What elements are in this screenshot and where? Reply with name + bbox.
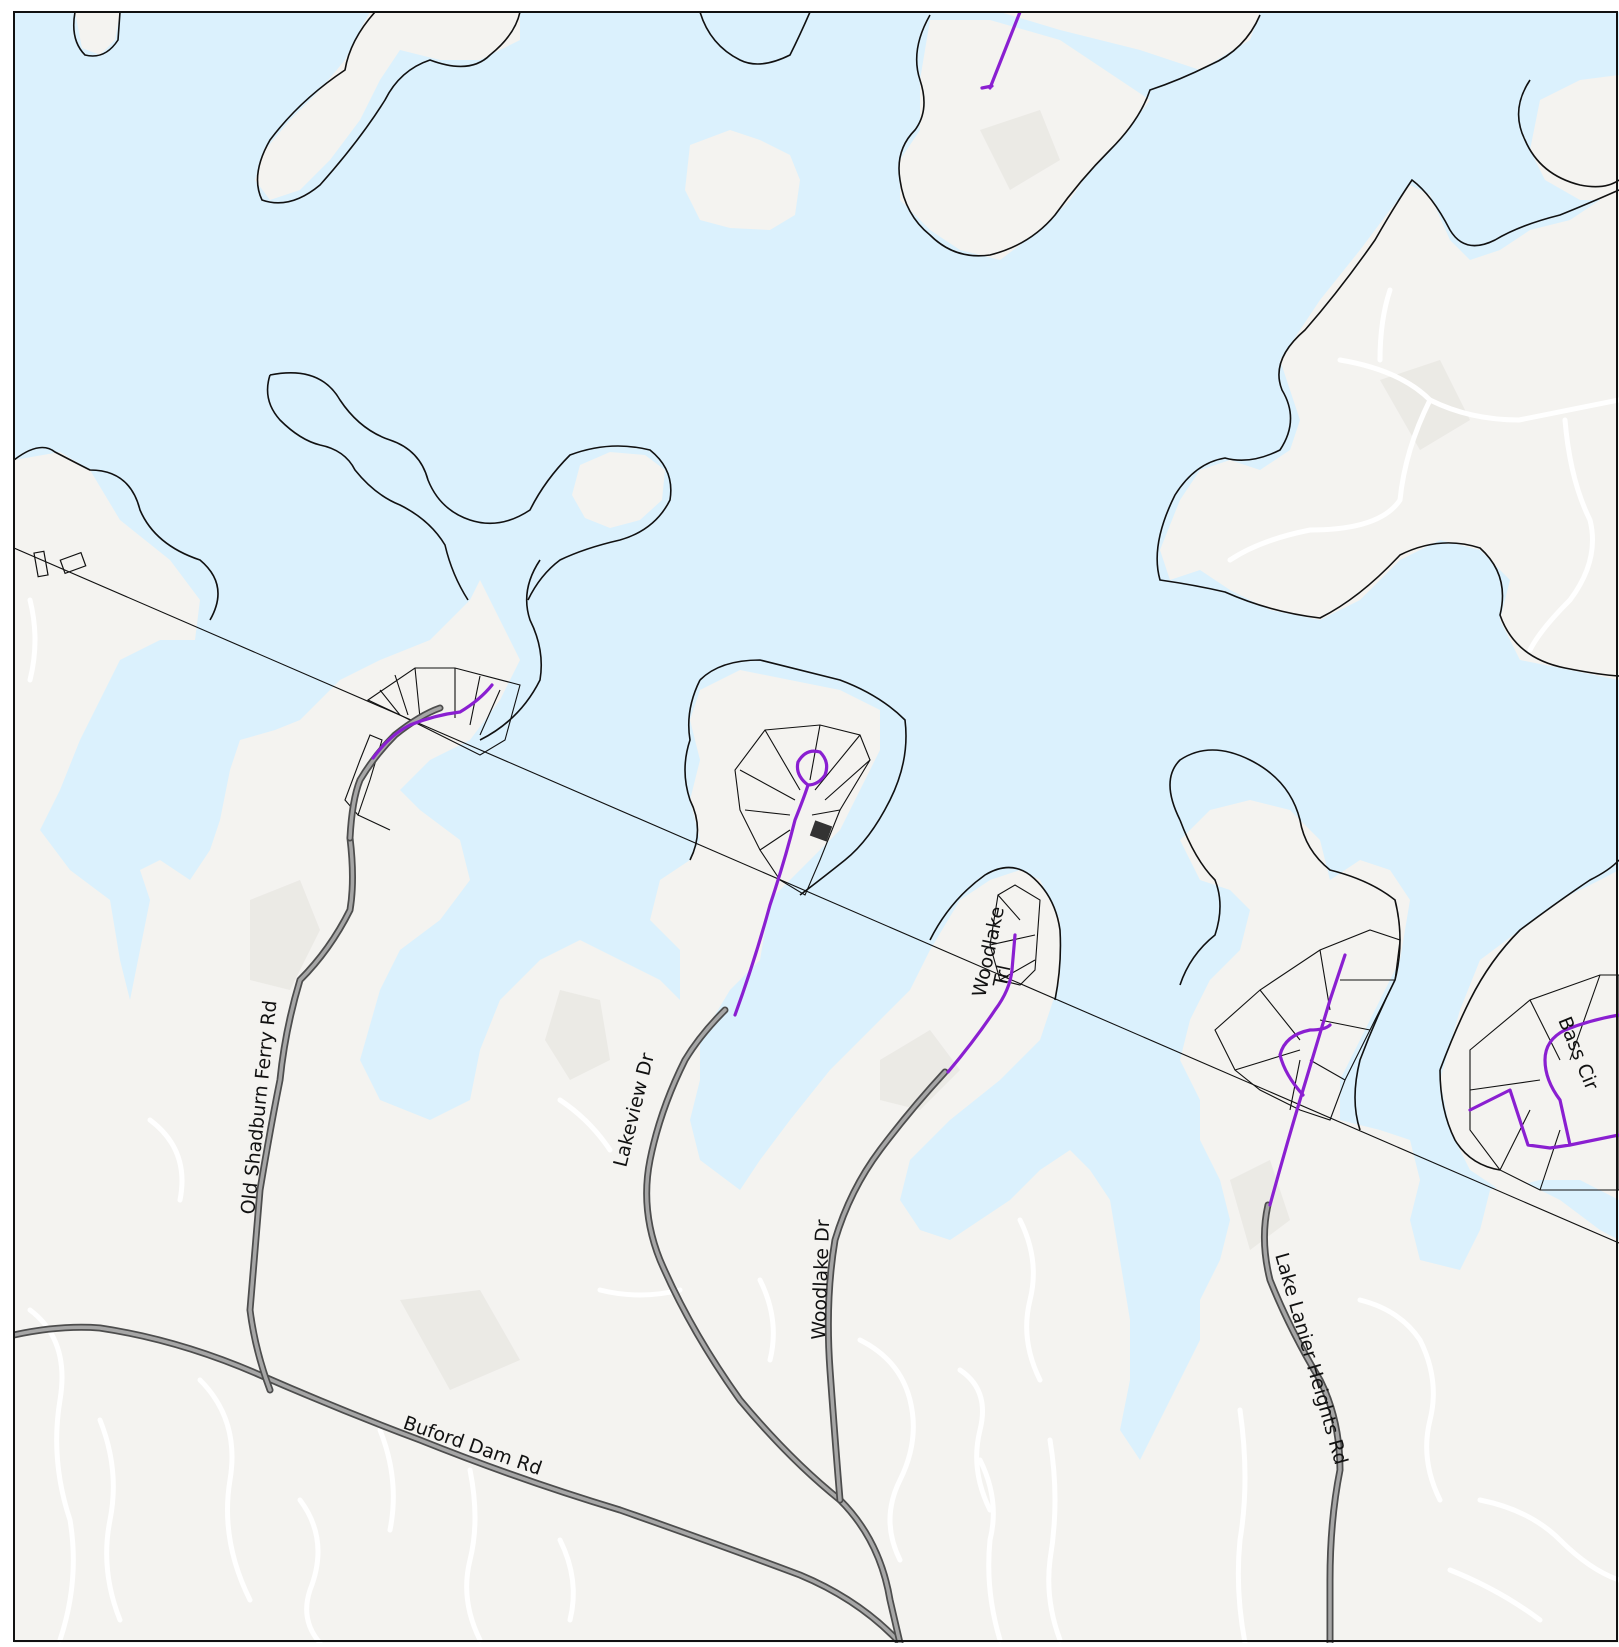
heights-peninsula [1180,800,1390,1100]
route-segment [1268,953,1347,1207]
route-segment [733,783,810,1017]
label-woodlake-tri-line2: Trl [989,963,1015,990]
route-segment [371,683,494,760]
label-woodlake-dr: Woodlake Dr [808,1219,834,1340]
map-border [13,11,1618,1642]
highlighted-routes [371,12,1619,1207]
island-1 [75,12,120,55]
mainland [14,452,1619,1643]
route-segment [795,749,829,787]
northeast-landmass [1160,185,1619,680]
island-5 [685,130,800,230]
island-2 [255,12,520,200]
route-segment [946,933,1017,1074]
island-3 [700,12,1260,70]
island-6 [572,452,665,528]
route-segment [1468,1013,1619,1150]
land-layer [14,12,1619,1643]
route-segment [980,84,994,90]
parcel-lines [344,667,1619,1191]
minor-roads [27,287,1619,1643]
administrative-boundary [14,547,1619,1244]
route-segment [1568,1133,1619,1147]
bass-cir-peninsula [1440,870,1619,1200]
northeast-tip [1530,75,1619,200]
shoreline-layer [14,12,1619,1171]
route-segment [988,12,1022,90]
route-segment [1278,1023,1332,1097]
building-footprints [33,550,833,842]
